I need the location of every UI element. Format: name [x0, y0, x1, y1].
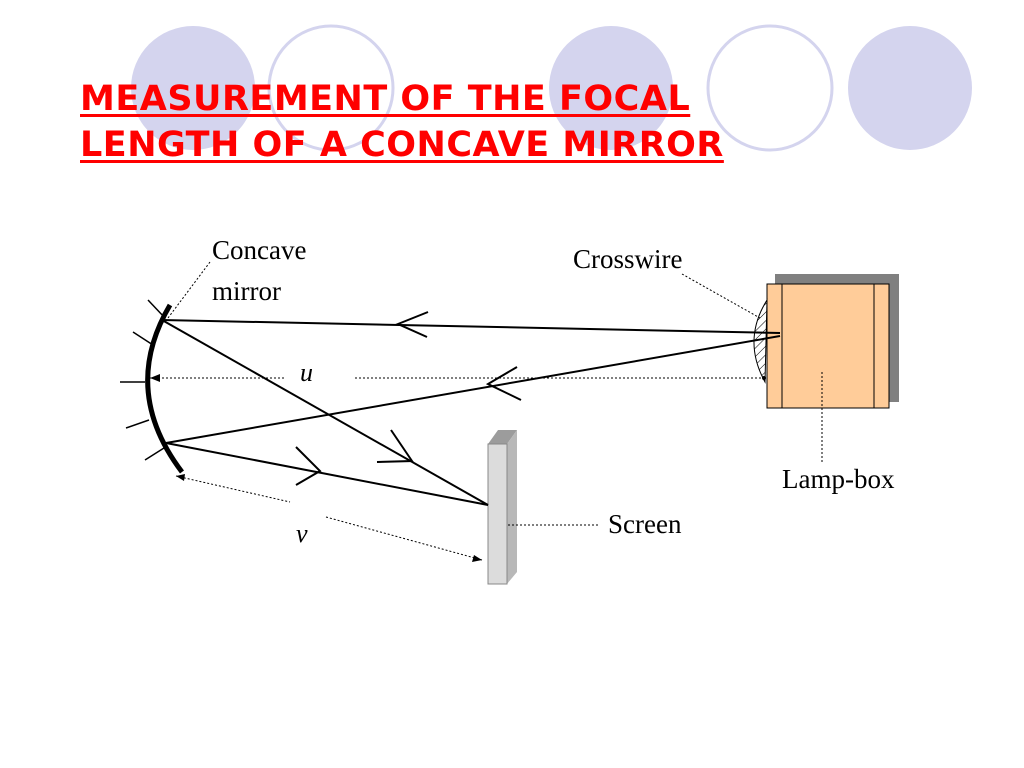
- u-label: u: [300, 358, 313, 387]
- title-line-2: LENGTH OF A CONCAVE MIRROR: [80, 125, 724, 165]
- decor-circle: [848, 26, 972, 150]
- slide-title: MEASUREMENT OF THE FOCAL LENGTH OF A CON…: [80, 76, 980, 168]
- v-distance-line-right: [325, 516, 483, 561]
- mirror-tick: [132, 331, 154, 346]
- v-arrowhead-right: [472, 555, 482, 562]
- light-rays: [161, 311, 781, 506]
- decor-circle: [706, 24, 834, 152]
- arrowhead: [485, 366, 522, 401]
- decor-circle: [549, 26, 673, 150]
- title-line-1: MEASUREMENT OF THE FOCAL: [80, 79, 691, 119]
- arrowhead: [395, 311, 429, 338]
- crosswire-leader: [681, 273, 761, 319]
- concave-mirror-label-line1: Concave: [212, 235, 306, 265]
- screen-edge: [507, 430, 517, 584]
- concave-leader: [164, 261, 211, 323]
- arrowhead: [295, 446, 322, 486]
- crosswire-dot: [762, 376, 766, 380]
- mirror-tick-marks: [120, 299, 166, 461]
- distance-markers: [150, 261, 823, 561]
- ray-reflected-bottom: [165, 442, 489, 506]
- v-label: v: [296, 519, 308, 548]
- screen: [487, 443, 508, 585]
- v-arrowhead-left: [176, 474, 185, 481]
- arrowhead: [376, 429, 414, 463]
- ray-reflected-top: [161, 319, 489, 506]
- concave-mirror: [145, 303, 184, 474]
- screen-side: [488, 430, 517, 444]
- v-distance-line-left: [175, 475, 291, 503]
- mirror-tick: [144, 447, 165, 461]
- decorative-circles: [131, 24, 972, 152]
- mirror-tick: [147, 299, 166, 319]
- u-arrowhead: [150, 374, 160, 382]
- crosswire-hatch: [753, 298, 768, 384]
- ray-lamp-to-mirror-bottom: [165, 335, 781, 444]
- screen-label: Screen: [608, 509, 682, 539]
- concave-mirror-label-line2: mirror: [212, 276, 281, 306]
- mirror-tick: [125, 419, 150, 429]
- decor-circle: [267, 24, 395, 152]
- lamp-box-label: Lamp-box: [782, 464, 895, 494]
- lamp-box: [766, 283, 890, 409]
- ray-lamp-to-mirror-top: [161, 319, 781, 334]
- decor-circle: [131, 26, 255, 150]
- crosswire-label: Crosswire: [573, 244, 683, 274]
